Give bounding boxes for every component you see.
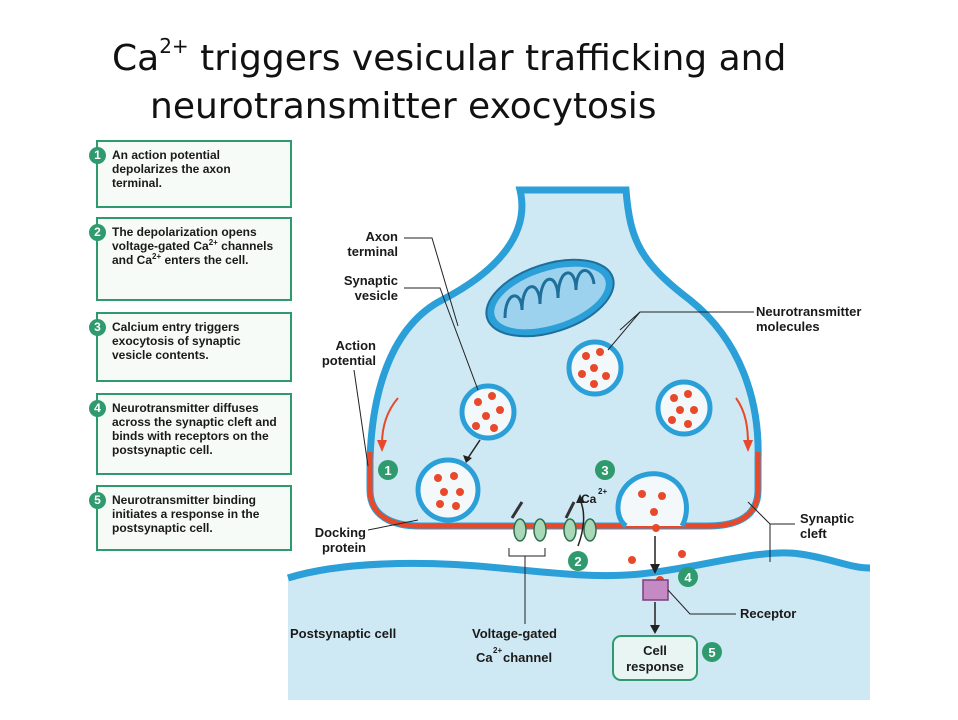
mitochondrion	[485, 258, 615, 338]
label-vg-channel-2sup: 2+	[493, 646, 502, 655]
slide-title: Ca2+ triggers vesicular trafficking and …	[112, 26, 872, 131]
label-vg-channel-2b: channel	[503, 650, 552, 665]
title-superscript: 2+	[159, 34, 189, 58]
action-potential-arrow-left	[381, 397, 399, 445]
cell-response-line1: Cell	[643, 643, 667, 658]
step-5-box: 5 Neurotransmitter binding initiates a r…	[89, 485, 292, 551]
step-2-text-b: channels and Ca	[112, 239, 274, 267]
step-2-badge: 2	[89, 224, 106, 241]
marker-5-num: 5	[708, 645, 715, 660]
neurotransmitter-dots	[434, 348, 698, 584]
step-2-sup-b: 2+	[152, 252, 162, 261]
label-synaptic-vesicle-2: vesicle	[355, 288, 398, 303]
title-line1-rest: triggers vesicular trafficking and	[188, 38, 787, 79]
step-3-badge: 3	[89, 319, 106, 336]
step-1-badge: 1	[89, 147, 106, 164]
title-line2: neurotransmitter exocytosis	[150, 86, 657, 127]
step-3-text: Calcium entry triggers exocytosis of syn…	[112, 320, 241, 362]
vesicle-docked	[415, 457, 481, 523]
calcium-channels	[510, 501, 597, 542]
title-ca: Ca	[112, 38, 160, 79]
step-5-badge: 5	[89, 492, 106, 509]
marker-4: 4	[678, 567, 698, 587]
label-action-potential-2: potential	[322, 353, 376, 368]
cell-response-line2: response	[626, 659, 684, 674]
step-3-box: 3 Calcium entry triggers exocytosis of s…	[89, 312, 292, 382]
label-synaptic-cleft-1: Synaptic	[800, 511, 854, 526]
label-synaptic-vesicle-1: Synaptic	[344, 273, 398, 288]
step-2-text-c: enters the cell.	[161, 253, 249, 267]
marker-2-num: 2	[574, 554, 581, 569]
label-receptor: Receptor	[740, 606, 796, 621]
label-ca-sup: 2+	[598, 487, 607, 496]
step-5-text: Neurotransmitter binding initiates a res…	[112, 493, 260, 535]
step-2-box: 2 The depolarization opens voltage-gated…	[89, 217, 292, 301]
marker-3: 3	[595, 460, 615, 480]
label-docking-protein-2: protein	[322, 540, 366, 555]
label-action-potential-1: Action	[336, 338, 377, 353]
label-axon-terminal-2: terminal	[347, 244, 398, 259]
step-4-text: Neurotransmitter diffuses across the syn…	[112, 401, 277, 457]
step-2-text-a: The depolarization opens voltage-gated C…	[112, 225, 257, 253]
marker-4-num: 4	[684, 570, 692, 585]
label-synaptic-cleft-2: cleft	[800, 526, 827, 541]
label-vg-channel-2a: Ca	[476, 650, 493, 665]
label-neurotransmitter-1: Neurotransmitter	[756, 304, 861, 319]
receptor	[642, 579, 669, 601]
marker-5: 5	[702, 642, 722, 662]
cell-response-box	[612, 635, 698, 681]
postsynaptic-cell	[288, 552, 870, 700]
vesicle-right	[655, 379, 713, 437]
marker-1-num: 1	[384, 463, 391, 478]
step-1-box: 1 An action potential depolarizes the ax…	[89, 140, 292, 208]
fusing-vesicle	[615, 471, 689, 528]
marker-3-num: 3	[601, 463, 608, 478]
label-postsynaptic-cell: Postsynaptic cell	[290, 626, 396, 641]
step-4-badge: 4	[89, 400, 106, 417]
label-axon-terminal-1: Axon	[366, 229, 399, 244]
postsynaptic-membrane	[286, 549, 871, 582]
action-potential-arrow-right	[735, 397, 749, 445]
vesicle-left	[459, 383, 517, 441]
marker-1: 1	[378, 460, 398, 480]
label-docking-protein-1: Docking	[315, 525, 366, 540]
label-vg-channel-1: Voltage-gated	[472, 626, 557, 641]
label-neurotransmitter-2: molecules	[756, 319, 820, 334]
step-4-box: 4 Neurotransmitter diffuses across the s…	[89, 393, 292, 475]
step-2-sup-a: 2+	[208, 238, 218, 247]
step-1-text: An action potential depolarizes the axon…	[112, 148, 231, 190]
label-ca: Ca	[581, 492, 597, 506]
marker-2: 2	[568, 551, 588, 571]
